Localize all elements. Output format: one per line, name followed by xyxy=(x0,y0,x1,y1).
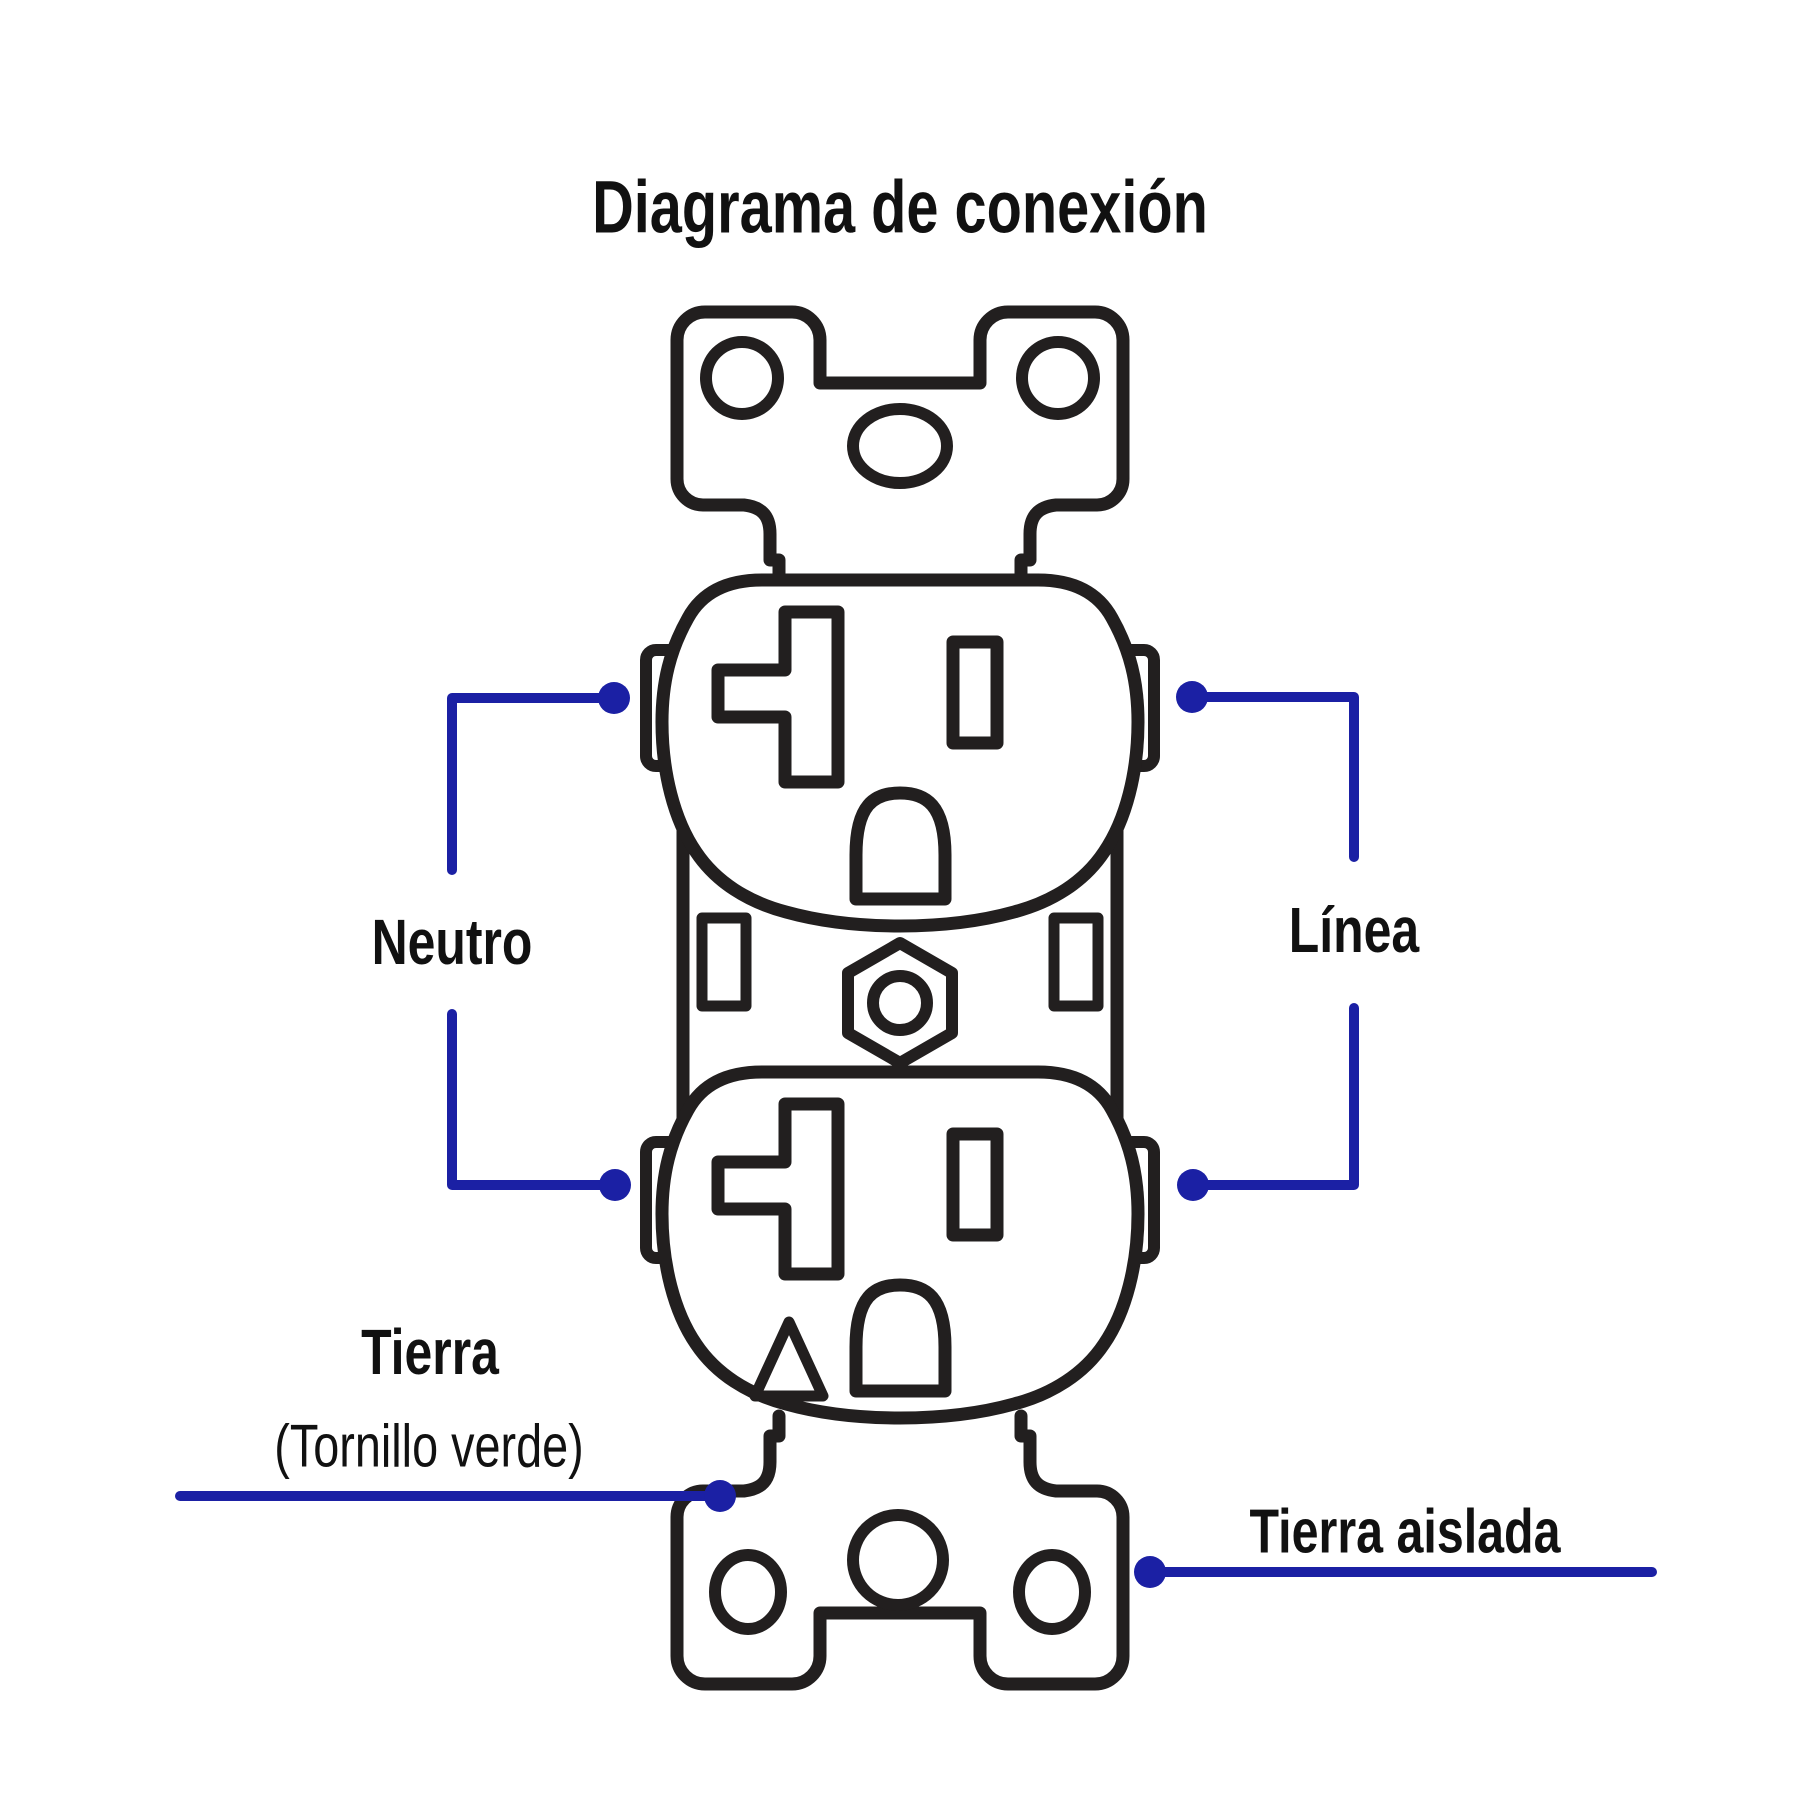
bottom-strap-center-hole xyxy=(847,1509,949,1611)
mounting-nut-center-hole xyxy=(867,970,933,1036)
lower-ground-hole xyxy=(849,1278,952,1398)
line-terminal-dot-upper xyxy=(1176,681,1208,713)
diagram-title: Diagrama de conexión xyxy=(592,165,1208,249)
isolated-ground-leader xyxy=(1134,1556,1657,1588)
isolated-ground-terminal-dot xyxy=(1134,1556,1166,1588)
upper-neutral-t-slot xyxy=(711,605,845,789)
neutral-terminal-dot-upper xyxy=(598,682,630,714)
top-strap-screw-hole-left xyxy=(700,336,784,420)
neutral-label: Neutro xyxy=(371,906,533,978)
ground-leader xyxy=(175,1480,736,1512)
bottom-strap-screw-hole-right xyxy=(1013,1549,1091,1635)
upper-receptacle-face xyxy=(655,573,1145,933)
isolated-ground-triangle-icon xyxy=(749,1316,829,1402)
lower-receptacle-face xyxy=(655,1065,1145,1425)
lower-line-slot xyxy=(946,1127,1004,1242)
upper-line-slot xyxy=(946,635,1004,750)
line-label: Línea xyxy=(1288,894,1420,966)
top-strap-center-slot xyxy=(847,403,953,489)
ground-note-label: (Tornillo verde) xyxy=(274,1412,584,1480)
ground-terminal-dot xyxy=(704,1480,736,1512)
top-strap-screw-hole-right xyxy=(1016,336,1100,420)
bottom-mounting-strap xyxy=(670,1409,1130,1691)
line-leader xyxy=(1176,681,1359,1201)
neutral-terminal-dot-lower xyxy=(599,1169,631,1201)
ground-label: Tierra xyxy=(361,1316,499,1388)
isolated-ground-label: Tierra aislada xyxy=(1249,1497,1561,1567)
upper-ground-hole xyxy=(849,786,952,906)
top-mounting-strap xyxy=(670,305,1130,587)
breakoff-tab-right xyxy=(1048,912,1104,1012)
line-terminal-dot-lower xyxy=(1177,1169,1209,1201)
lower-neutral-t-slot xyxy=(711,1097,845,1281)
bottom-strap-screw-hole-left xyxy=(709,1549,787,1635)
breakoff-tab-left xyxy=(696,912,752,1012)
neutral-leader xyxy=(447,682,631,1201)
leader-lines xyxy=(175,681,1657,1588)
